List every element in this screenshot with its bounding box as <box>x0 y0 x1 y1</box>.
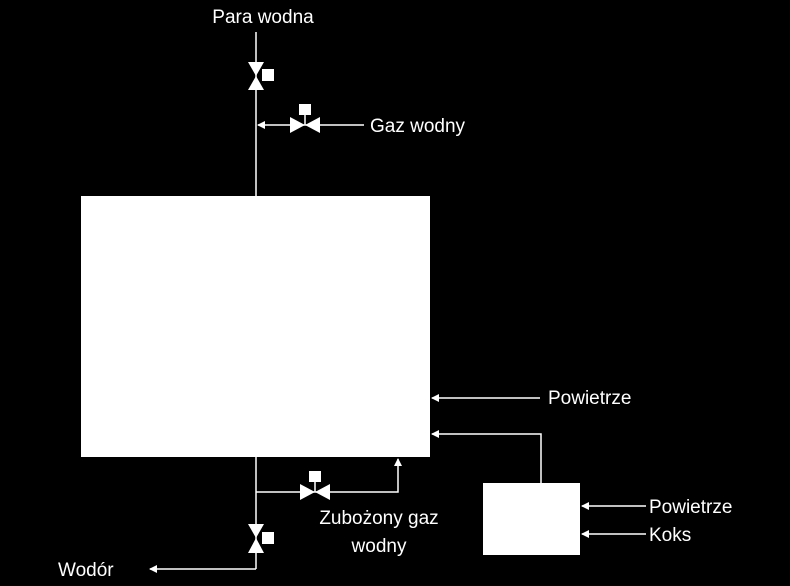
generator-to-reactor-line <box>431 430 542 483</box>
reactor-block <box>81 196 430 457</box>
label-coke: Koks <box>649 525 691 546</box>
label-depleted-gas-line2: wodny <box>351 536 407 557</box>
generator-block <box>483 483 580 555</box>
label-hydrogen: Wodór <box>58 560 114 581</box>
steam-valve-icon <box>248 62 274 90</box>
depleted-gas-valve-icon <box>300 471 330 500</box>
hydrogen-valve-icon <box>248 524 274 553</box>
label-depleted-gas-line1: Zubożony gaz <box>319 508 438 529</box>
label-steam: Para wodna <box>212 7 314 28</box>
label-water-gas: Gaz wodny <box>370 116 466 137</box>
label-air-main: Powietrze <box>548 388 631 409</box>
label-air-small: Powietrze <box>649 497 732 518</box>
water-gas-valve-icon <box>290 104 320 133</box>
